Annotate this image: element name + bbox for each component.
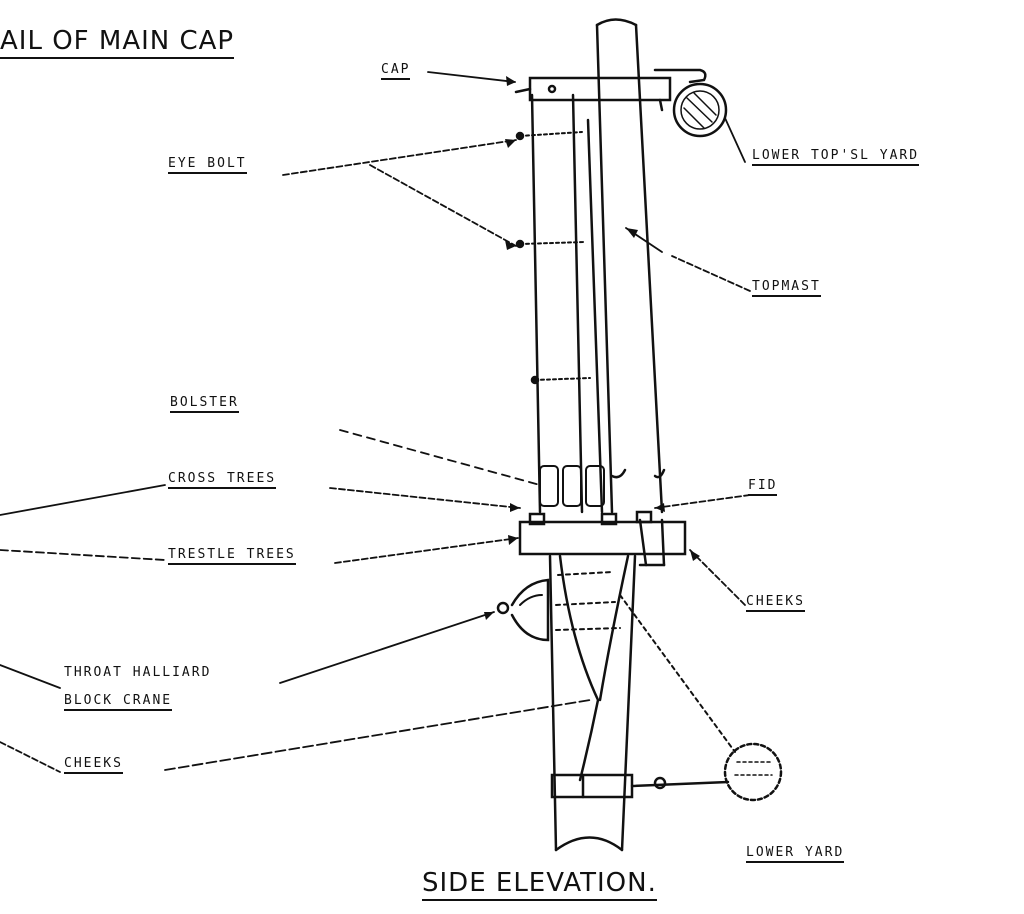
lower-topsl-yard (672, 82, 728, 138)
trestle-trees-block (518, 468, 687, 556)
eye-bolts (519, 131, 591, 381)
throat-halliard-block-crane (496, 578, 550, 642)
label-cheeks-left: CHEEKS (64, 756, 123, 774)
topmast-pole (595, 18, 666, 567)
label-fid: FID (748, 478, 778, 496)
cap (514, 68, 707, 112)
bolster (539, 465, 605, 507)
header-title: AIL OF MAIN CAP (0, 26, 235, 59)
lower-mast-head (530, 93, 604, 514)
label-throat-halliard: THROAT HALLIARD (64, 665, 212, 680)
label-lower-yard: LOWER YARD (746, 845, 845, 863)
label-lower-topsl-yard: LOWER TOP'SL YARD (752, 148, 920, 166)
leader-lines (0, 71, 751, 773)
label-cross-trees: CROSS TREES (168, 471, 277, 489)
lower-yard-band (550, 742, 783, 802)
label-cheeks-right: CHEEKS (746, 594, 805, 612)
label-trestle-trees: TRESTLE TREES (168, 547, 296, 565)
label-cap: CAP (381, 62, 411, 80)
caption-side-elevation: SIDE ELEVATION. (422, 868, 657, 901)
label-eye-bolt: EYE BOLT (168, 156, 247, 174)
label-topmast: TOPMAST (752, 279, 821, 297)
label-bolster: BOLSTER (170, 395, 239, 413)
label-block-crane: BLOCK CRANE (64, 693, 173, 711)
lower-mast (548, 554, 637, 852)
